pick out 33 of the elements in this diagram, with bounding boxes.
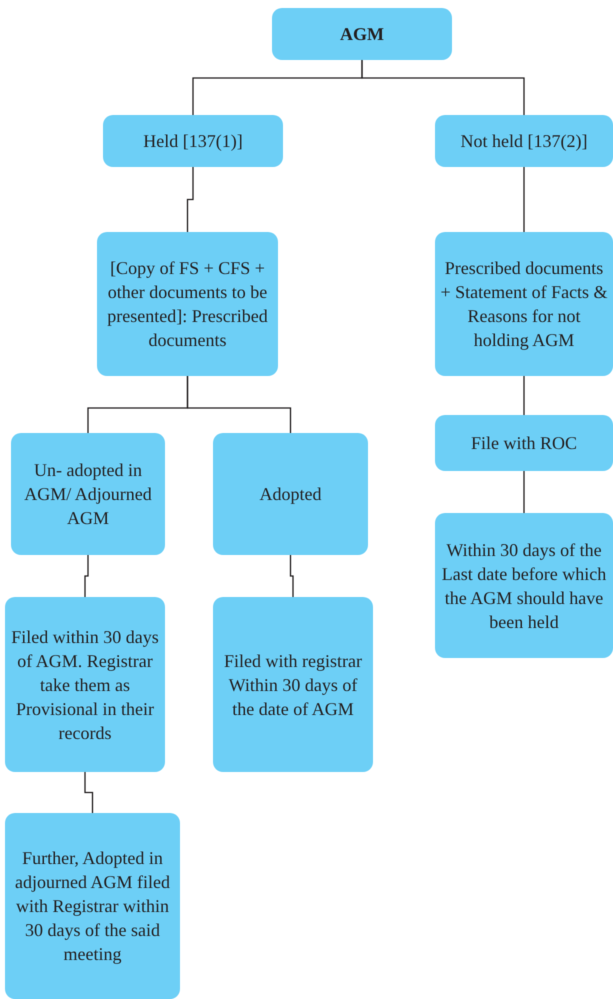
process-box — [213, 597, 373, 772]
box-text: Prescribed documents + Statement of Facts & Reasons for not holding AGM — [439, 257, 609, 352]
connector-line — [84, 772, 94, 813]
process-box — [272, 8, 452, 60]
process-box — [5, 597, 165, 772]
connector-line — [290, 555, 294, 597]
connector-line — [186, 376, 292, 433]
box-text: AGM — [340, 23, 384, 46]
process-box — [11, 433, 165, 555]
connector-line — [523, 167, 525, 232]
connector-line — [523, 471, 525, 513]
box-text: Adopted — [260, 483, 322, 506]
process-box — [435, 415, 613, 471]
process-box — [435, 513, 613, 658]
connector-line — [84, 555, 89, 597]
box-text: Not held [137(2)] — [460, 130, 588, 153]
process-box — [103, 115, 283, 167]
box-text: Further, Adopted in adjourned AGM filed with Registrar within 30 days of the said meeting — [14, 847, 171, 966]
process-box — [435, 232, 613, 376]
connector-line — [186, 167, 194, 232]
connector-line — [361, 60, 525, 115]
box-text: Held [137(1)] — [143, 130, 243, 153]
box-text: Within 30 days of the Last date before which the AGM should have been held — [440, 538, 608, 634]
connector-line — [523, 376, 525, 415]
box-text: [Copy of FS + CFS + other documents to be presented]: Prescribed documents — [106, 257, 269, 352]
box-text: Filed within 30 days of AGM. Registrar take them as Provisional in their records — [10, 626, 160, 744]
process-box — [435, 115, 613, 167]
box-text: File with ROC — [470, 432, 577, 455]
process-box — [97, 232, 278, 376]
process-box — [5, 813, 180, 999]
box-text: Un- adopted in AGM/ Adjourned AGM — [23, 459, 153, 530]
box-text: Filed with registrar Within 30 days of the date of AGM — [223, 650, 363, 720]
process-box — [213, 433, 368, 555]
